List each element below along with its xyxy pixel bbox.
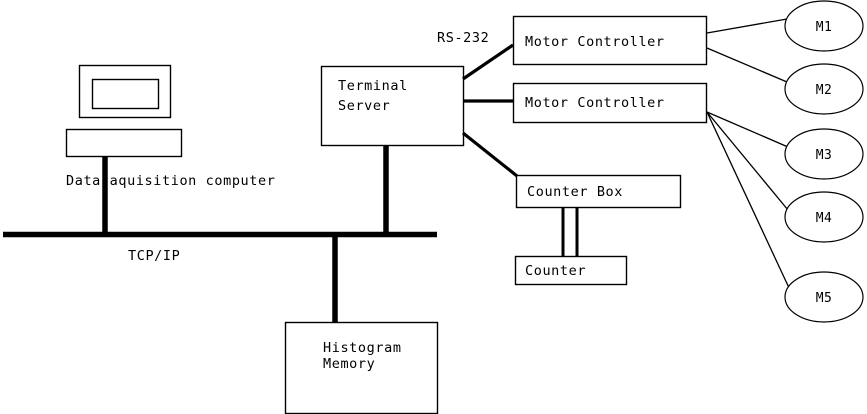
link-motor-controller-2-m5 [706, 111, 791, 291]
motor-m1-label: M1 [816, 20, 832, 35]
histogram-memory-label-line2: Memory [323, 356, 375, 372]
link-motor-controller-2-m4 [706, 111, 789, 211]
counter-box [515, 174, 682, 209]
link-motor-controller-1-m2 [706, 47, 788, 83]
motor-m4-label: M4 [816, 211, 832, 226]
motor-m2 [784, 63, 864, 115]
motor-m4 [784, 191, 864, 243]
computer-caption: Data aquisition computer [66, 173, 275, 189]
computer-base [65, 128, 183, 158]
link-terminal-server-motor-controller-1 [462, 43, 514, 81]
link-motor-controller-2-m3 [706, 111, 789, 148]
histogram-memory-label-line1: Histogram [323, 340, 402, 356]
terminal-server-label-line2: Server [338, 98, 390, 114]
motor-m1 [784, 0, 864, 52]
motor-controller-1-box [512, 15, 708, 66]
tcpip-label: TCP/IP [128, 248, 180, 264]
motor-m5 [784, 271, 864, 323]
motor-m5-label: M5 [816, 291, 832, 306]
terminal-server-label-line1: Terminal [338, 78, 408, 94]
link-terminal-server-counter-box [462, 131, 518, 178]
motor-m2-label: M2 [816, 83, 832, 98]
link-motor-controller-1-m1 [706, 18, 788, 34]
counter-box-label: Counter Box [527, 184, 623, 200]
histogram-memory-box [284, 321, 439, 414]
counter-label: Counter [525, 263, 586, 279]
counter-box-device [514, 255, 628, 286]
motor-controller-2-box [512, 82, 708, 124]
motor-controller-1-label: Motor Controller [525, 34, 665, 50]
motor-m3 [784, 128, 864, 180]
motor-m3-label: M3 [816, 148, 832, 163]
rs232-label: RS-232 [437, 30, 489, 46]
motor-controller-2-label: Motor Controller [525, 95, 665, 111]
monitor-screen [91, 78, 160, 110]
terminal-server-box [320, 65, 465, 147]
